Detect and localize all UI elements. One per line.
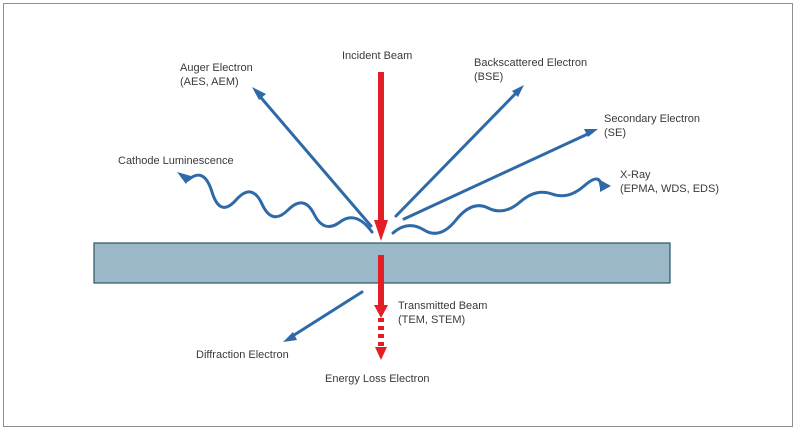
auger-electron-arrow (252, 87, 373, 228)
auger-electron-label: Auger Electron (180, 62, 253, 74)
secondary-electron-techniques: (SE) (604, 127, 626, 139)
diffraction-electron-label: Diffraction Electron (196, 349, 289, 361)
diffraction-electron-arrow (283, 290, 364, 342)
secondary-electron-arrow (402, 129, 598, 221)
transmitted-beam-arrow (374, 255, 388, 318)
backscattered-electron-arrow (394, 85, 524, 218)
x-ray-label: X-Ray (620, 169, 651, 181)
transmitted-beam-techniques: (TEM, STEM) (398, 314, 465, 326)
cathode-luminescence-label: Cathode Luminescence (118, 155, 234, 167)
x-ray-techniques: (EPMA, WDS, EDS) (620, 183, 719, 195)
backscattered-electron-label: Backscattered Electron (474, 57, 587, 69)
x-ray-arrow (391, 177, 611, 235)
secondary-electron-label: Secondary Electron (604, 113, 700, 125)
backscattered-electron-techniques: (BSE) (474, 71, 503, 83)
energy-loss-electron-arrow (375, 318, 387, 360)
incident-beam-label: Incident Beam (342, 50, 412, 62)
transmitted-beam-label: Transmitted Beam (398, 300, 487, 312)
energy-loss-electron-label: Energy Loss Electron (325, 373, 430, 385)
cathode-luminescence-arrow (177, 172, 374, 234)
auger-electron-techniques: (AES, AEM) (180, 76, 239, 88)
incident-beam-arrow (374, 72, 388, 241)
